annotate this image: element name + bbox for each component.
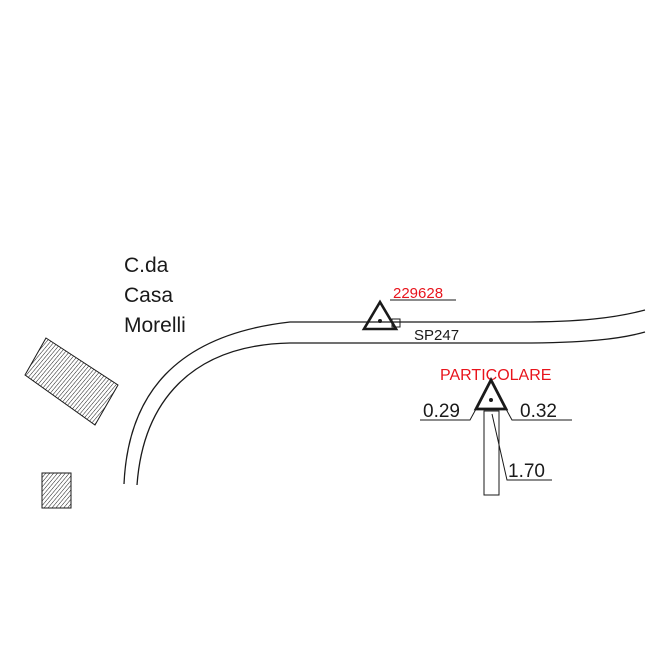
benchmark-id-label: 229628 [393, 285, 443, 302]
dimension-line-height [491, 413, 552, 481]
detail-height: 1.70 [508, 461, 545, 482]
detail-drawing [420, 376, 572, 496]
detail-triangle-icon [473, 376, 509, 411]
benchmark-triangle-icon [361, 299, 399, 331]
detail-title: PARTICOLARE [440, 367, 551, 384]
road-sp247 [123, 309, 646, 486]
locality-line-2: Casa [124, 284, 173, 307]
road-edge-inner [136, 331, 646, 486]
detail-dot-icon [489, 398, 493, 402]
locality-line-3: Morelli [124, 314, 186, 337]
benchmark-dot-icon [378, 319, 382, 323]
signpost [483, 410, 500, 496]
dimension-line-left [420, 408, 477, 421]
building-small [41, 472, 72, 509]
locality-label: C.da Casa Morelli [124, 254, 186, 337]
locality-line-1: C.da [124, 254, 169, 277]
benchmark-marker [361, 299, 456, 331]
benchmark-base-icon [391, 318, 401, 328]
detail-left-distance: 0.29 [423, 401, 460, 422]
building-large [24, 337, 119, 426]
road-edge-outer [123, 309, 646, 485]
dimension-line-right [505, 408, 572, 421]
road-name-label: SP247 [414, 327, 459, 344]
detail-right-distance: 0.32 [520, 401, 557, 422]
